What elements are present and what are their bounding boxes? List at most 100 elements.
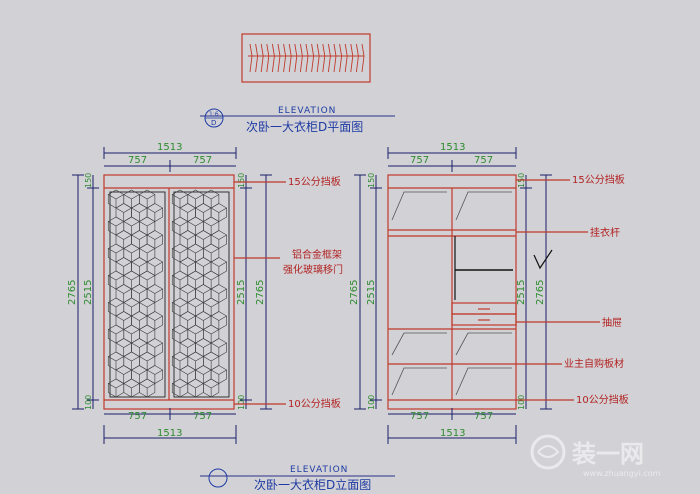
hanger-mark (283, 43, 287, 73)
hanger-mark (299, 43, 303, 73)
left-dim-right-inner: 2515 (236, 280, 247, 305)
left-cabinet: 1513 757 757 757 757 1513 2765 2515 150 (67, 142, 343, 444)
door-pattern-cube (210, 257, 227, 276)
check-mark-icon (533, 249, 553, 270)
door-pattern-cube (115, 203, 132, 222)
door-pattern-cube (171, 324, 189, 344)
right-dim-bottom-right: 757 (474, 411, 493, 422)
door-pattern-cube (107, 378, 125, 398)
hanger-mark (316, 43, 320, 73)
left-label-bottom-board: 10公分挡板 (288, 397, 341, 410)
left-dim-left-bottom-small: 100 (84, 395, 93, 410)
door-pattern-cube (115, 230, 132, 249)
door-pattern-cube (195, 284, 212, 303)
right-dim-top-total: 1513 (440, 142, 465, 153)
door-pattern-cube (139, 297, 156, 317)
left-dim-right-bottom-small: 100 (237, 395, 246, 410)
door-pattern-cube (123, 351, 140, 371)
door-pattern-cube (187, 324, 204, 344)
hanger-mark (266, 43, 270, 73)
door-pattern-cube (139, 216, 156, 236)
door-pattern-cube (171, 270, 189, 290)
plan-view-rack (241, 33, 371, 83)
left-dim-left-total: 2765 (67, 280, 78, 305)
door-pattern-cube (187, 216, 204, 236)
door-pattern-cube (210, 311, 227, 330)
right-dim-left-top-small: 150 (367, 173, 376, 188)
door-pattern-cube (107, 189, 125, 209)
drawer-2 (451, 313, 517, 326)
left-dim-left-inner: 2515 (83, 280, 94, 305)
door-pattern-cube (179, 230, 196, 249)
elevation-label: ELEVATION (290, 465, 348, 475)
door-pattern-cube (210, 338, 227, 357)
door-pattern-cube (123, 324, 140, 344)
door-pattern-cube (131, 230, 148, 249)
left-dim-bottom-right: 757 (193, 411, 212, 422)
door-pattern-cube (203, 351, 220, 371)
door-pattern-cube (210, 284, 227, 303)
door-pattern-cube (203, 189, 220, 209)
hanger-mark (305, 43, 309, 73)
hanger-mark (260, 43, 264, 73)
plan-title: 次卧一大衣柜D平面图 (246, 119, 363, 134)
right-label-top-board: 15公分挡板 (572, 173, 625, 186)
door-pattern-cube (139, 189, 156, 209)
hanger-mark (333, 43, 337, 73)
door-pattern-cube (139, 351, 156, 371)
door-pattern-cube (187, 378, 204, 398)
door-pattern-cube (171, 189, 189, 209)
hanger-mark (294, 43, 298, 73)
door-pattern-cube (115, 284, 132, 303)
hanger-mark (288, 43, 292, 73)
left-dim-bottom-total: 1513 (157, 428, 182, 439)
door-pattern-cube (195, 338, 212, 357)
left-dim-right-top-small: 150 (237, 173, 246, 188)
left-cabinet-frame (103, 174, 235, 410)
door-pattern-cube (107, 297, 125, 317)
hanger-group (249, 43, 365, 73)
watermark-url: www.zhuangyi.com (583, 469, 661, 478)
right-dim-top-right: 757 (474, 155, 493, 166)
door-pattern-cube (171, 216, 189, 236)
hanger-mark (327, 43, 331, 73)
door-pattern-cube (107, 351, 125, 371)
right-label-hanging-rod: 挂衣杆 (590, 226, 620, 239)
left-dim-right-total: 2765 (255, 280, 266, 305)
door-pattern-cube (107, 243, 125, 263)
hanger-mark (344, 43, 348, 73)
door-pattern-cube (171, 243, 189, 263)
right-dim-right-inner: 2515 (516, 280, 527, 305)
hanger-mark (311, 43, 315, 73)
door-pattern-cube (195, 203, 212, 222)
door-pattern-cube (179, 338, 196, 357)
left-dim-top-total: 1513 (157, 142, 182, 153)
door-pattern-cube (131, 365, 148, 384)
door-pattern-cube (179, 284, 196, 303)
door-pattern-cube (203, 297, 220, 317)
plan-elevation-label: ELEVATION (278, 106, 336, 116)
door-pattern-cube (131, 311, 148, 330)
door-pattern-cube (195, 311, 212, 330)
door-pattern-cube (123, 243, 140, 263)
door-pattern-cube (139, 324, 156, 344)
door-pattern-cube (115, 338, 132, 357)
left-label-top-board: 15公分挡板 (288, 175, 341, 188)
door-pattern-cube (115, 365, 132, 384)
door-pattern-cube (187, 351, 204, 371)
door-pattern-cube (210, 365, 227, 384)
right-door-pattern (171, 189, 227, 398)
door-pattern-cube (203, 270, 220, 290)
door-pattern-cube (210, 230, 227, 249)
door-pattern-cube (171, 297, 189, 317)
door-pattern-cube (123, 378, 140, 398)
door-pattern-cube (187, 297, 204, 317)
right-dim-left-bottom-small: 100 (367, 395, 376, 410)
hanger-mark (339, 43, 343, 73)
symbol-bottom-text: D (211, 119, 216, 127)
left-label-aluminum-frame: 铝合金框架 (292, 248, 342, 261)
door-pattern-cube (187, 189, 204, 209)
elevation-title-block: ELEVATION 次卧一大衣柜D立面图 (200, 465, 395, 492)
right-dim-right-bottom-small: 100 (517, 395, 526, 410)
